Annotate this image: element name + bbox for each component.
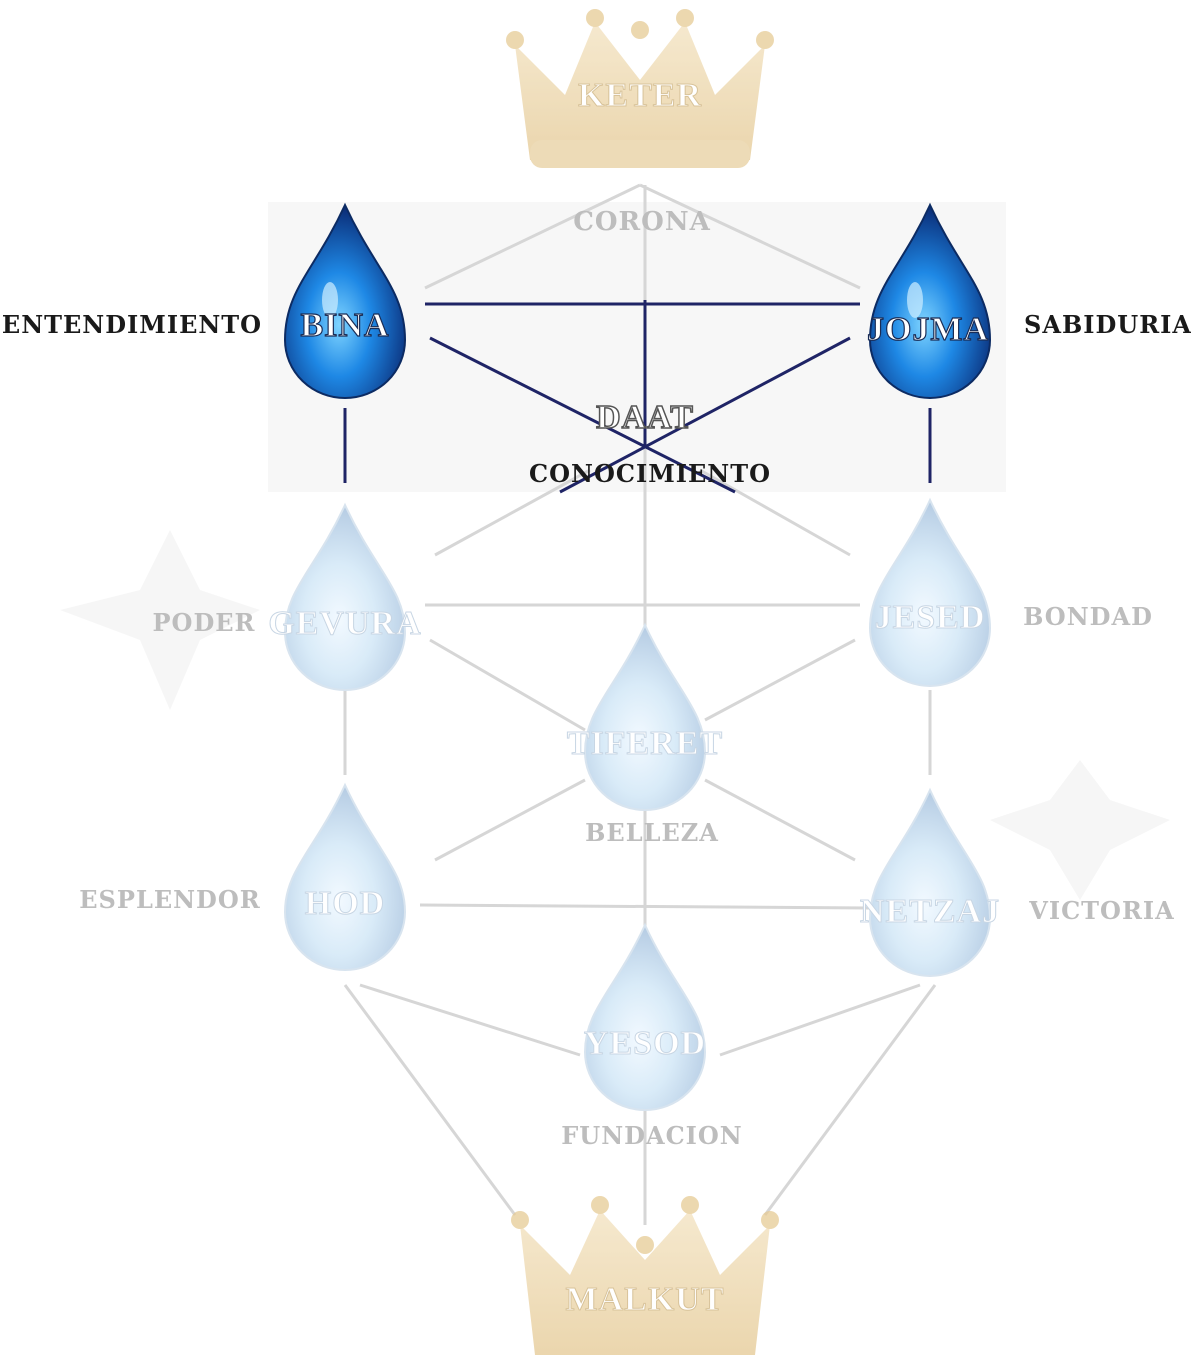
drop-yesod [583, 922, 707, 1111]
label-keter: KETER [578, 77, 702, 114]
label-jojma: JOJMA [867, 311, 989, 348]
meaning-bina: ENTENDIMIENTO [2, 310, 262, 339]
meaning-hod: ESPLENDOR [79, 885, 260, 914]
meaning-tiferet: BELLEZA [585, 818, 719, 847]
label-hod: HOD [305, 885, 385, 922]
glint-bina [322, 282, 338, 318]
path-netzaj-yesod [719, 983, 921, 1057]
meaning-netzaj: VICTORIA [1028, 896, 1175, 925]
path-bina-daat [429, 336, 736, 494]
path-jojma-daat [559, 336, 851, 494]
path-tiferet-hod [434, 778, 586, 862]
decorative-star-left [60, 530, 260, 710]
label-gevura: GEVURA [268, 605, 421, 642]
path-gevura-tiferet [429, 638, 586, 732]
path-keter-jojma [639, 183, 861, 290]
glint-jojma [907, 282, 923, 318]
path-hod-malkut [343, 984, 517, 1216]
drop-jesed [868, 497, 992, 687]
label-tiferet: TIFERET [567, 725, 723, 762]
meaning-gevura: PODER [152, 608, 255, 637]
drop-netzaj [868, 787, 992, 977]
meaning-yesod: FUNDACION [561, 1121, 743, 1150]
drop-jojma [868, 202, 992, 399]
label-yesod: YESOD [584, 1025, 706, 1062]
label-bina: BINA [300, 307, 389, 344]
drop-bina [283, 202, 407, 399]
drop-tiferet [583, 622, 707, 811]
path-netzaj-malkut [763, 984, 937, 1216]
meaning-keter: CORONA [573, 207, 711, 237]
meaning-daat: CONOCIMIENTO [529, 459, 771, 488]
path-hod-netzaj [419, 903, 871, 910]
crown-malkut [511, 1196, 779, 1355]
meaning-jesed: BONDAD [1023, 602, 1153, 631]
drop-gevura [283, 502, 407, 691]
decorative-star-right [990, 760, 1170, 900]
path-keter-bina [424, 183, 641, 290]
active-paths [343, 300, 932, 494]
crown-keter [506, 9, 774, 168]
label-daat: DAAT [596, 399, 694, 436]
label-jesed: JESED [875, 599, 986, 636]
drop-hod [283, 782, 407, 971]
path-jesed-tiferet [704, 638, 856, 722]
label-malkut: MALKUT [566, 1281, 725, 1318]
path-tiferet-netzaj [704, 778, 856, 862]
path-daat-jesed [699, 468, 851, 557]
label-netzaj: NETZAJ [860, 893, 1000, 930]
path-hod-yesod [359, 983, 581, 1057]
meaning-jojma: SABIDURIA [1024, 310, 1191, 339]
path-daat-gevura [434, 468, 591, 557]
